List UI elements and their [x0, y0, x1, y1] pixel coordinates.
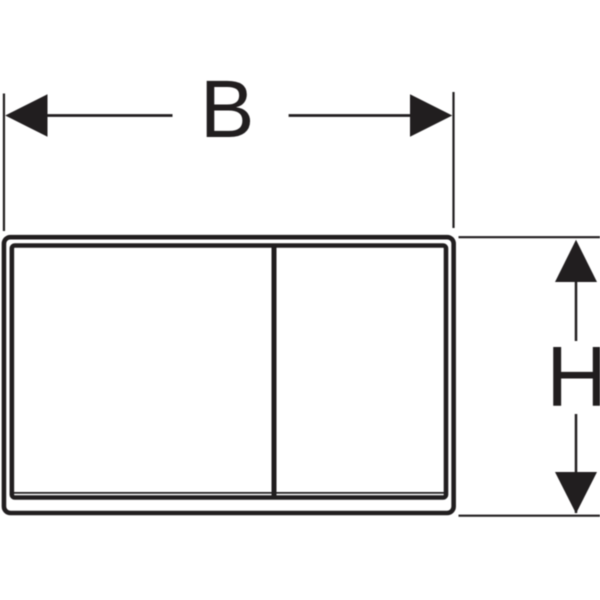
svg-text:B: B — [200, 64, 254, 155]
svg-text:H: H — [546, 330, 600, 425]
